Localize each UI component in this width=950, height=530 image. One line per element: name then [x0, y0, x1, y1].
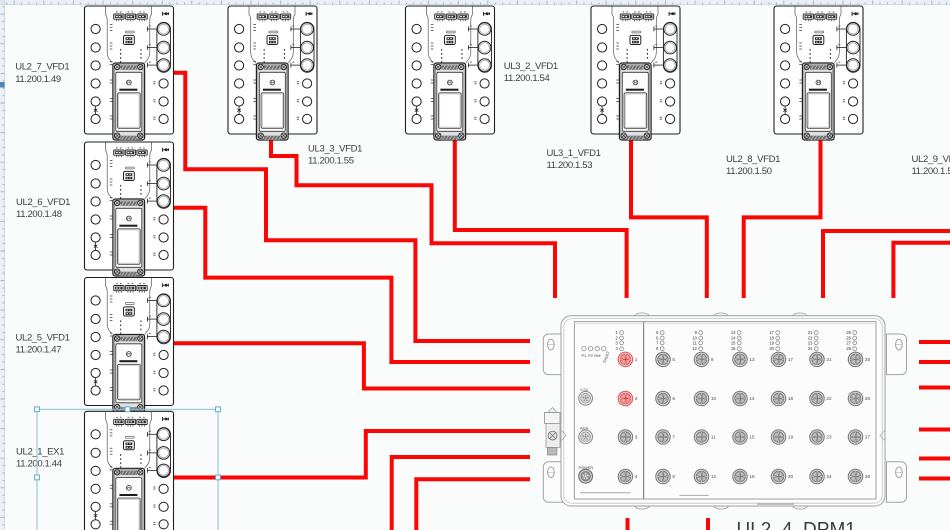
svg-text:2: 2	[616, 336, 619, 341]
svg-text:UL2_5_VFD1: UL2_5_VFD1	[16, 333, 70, 344]
svg-text:21: 21	[808, 330, 813, 335]
svg-text:24: 24	[826, 474, 832, 479]
svg-text:POWER: POWER	[579, 465, 594, 470]
svg-text:28: 28	[846, 346, 851, 351]
svg-text:UL2_1_EX1: UL2_1_EX1	[16, 446, 64, 457]
svg-text:22: 22	[808, 336, 813, 341]
svg-text:14: 14	[731, 336, 736, 341]
svg-text:1: 1	[635, 357, 638, 362]
svg-text:UL2_4_DPM1: UL2_4_DPM1	[737, 519, 856, 530]
svg-text:2: 2	[635, 396, 638, 401]
svg-text:P2: P2	[588, 353, 594, 358]
svg-text:26: 26	[865, 396, 871, 401]
svg-text:9: 9	[695, 330, 698, 335]
svg-text:9: 9	[711, 357, 714, 362]
svg-text:18: 18	[788, 396, 794, 401]
svg-text:UL2_6_VFD1: UL2_6_VFD1	[16, 197, 70, 208]
svg-text:20: 20	[769, 346, 774, 351]
svg-text:11.200.1.55: 11.200.1.55	[308, 156, 354, 167]
svg-text:23: 23	[826, 435, 832, 440]
svg-text:22: 22	[826, 396, 832, 401]
svg-text:8: 8	[672, 474, 675, 479]
svg-text:UL3_3_VFD1: UL3_3_VFD1	[308, 143, 362, 154]
svg-text:19: 19	[769, 340, 774, 345]
svg-text:11.200.1.53: 11.200.1.53	[547, 160, 593, 171]
svg-text:5: 5	[672, 357, 675, 362]
svg-text:4: 4	[616, 346, 619, 351]
svg-text:11.200.1.44: 11.200.1.44	[16, 458, 62, 469]
svg-text:11.200.1.47: 11.200.1.47	[16, 345, 62, 356]
svg-text:4: 4	[635, 474, 638, 479]
svg-text:UL3_2_VFD1: UL3_2_VFD1	[504, 61, 558, 72]
svg-text:11.200.1.51: 11.200.1.51	[912, 166, 950, 177]
svg-text:13: 13	[731, 330, 736, 335]
svg-text:6: 6	[656, 336, 659, 341]
svg-text:25: 25	[846, 330, 851, 335]
svg-text:V.24: V.24	[580, 387, 588, 392]
svg-text:FAULT: FAULT	[602, 350, 611, 364]
svg-text:UL2_8_VFD1: UL2_8_VFD1	[726, 154, 780, 165]
svg-text:11.200.1.54: 11.200.1.54	[504, 73, 550, 84]
svg-text:11: 11	[693, 340, 698, 345]
svg-text:7: 7	[656, 340, 659, 345]
svg-text:8: 8	[656, 346, 659, 351]
svg-text:UL2_7_VFD1: UL2_7_VFD1	[15, 62, 69, 73]
svg-text:11.200.1.50: 11.200.1.50	[726, 166, 772, 177]
svg-text:11.200.1.49: 11.200.1.49	[15, 74, 61, 85]
svg-text:UL2_9_VFD1: UL2_9_VFD1	[912, 154, 950, 165]
svg-text:18: 18	[769, 336, 774, 341]
svg-text:17: 17	[788, 357, 794, 362]
svg-text:21: 21	[826, 357, 832, 362]
svg-text:28: 28	[865, 474, 871, 479]
svg-text:16: 16	[731, 346, 736, 351]
svg-text:23: 23	[808, 340, 813, 345]
svg-text:17: 17	[769, 330, 774, 335]
svg-text:27: 27	[846, 340, 851, 345]
svg-text:15: 15	[749, 435, 755, 440]
svg-text:25: 25	[865, 357, 871, 362]
svg-text:P1: P1	[581, 353, 587, 358]
svg-text:24: 24	[808, 346, 813, 351]
svg-text:10: 10	[711, 396, 717, 401]
svg-text:11: 11	[711, 435, 716, 440]
svg-text:UL3_1_VFD1: UL3_1_VFD1	[547, 148, 601, 159]
svg-text:15: 15	[731, 340, 736, 345]
svg-text:16: 16	[749, 474, 755, 479]
svg-text:RM: RM	[594, 353, 600, 358]
svg-text:27: 27	[865, 435, 871, 440]
svg-text:6: 6	[672, 396, 675, 401]
svg-text:14: 14	[749, 396, 755, 401]
svg-text:ACA: ACA	[580, 425, 588, 430]
svg-text:3: 3	[616, 340, 619, 345]
svg-text:12: 12	[692, 346, 697, 351]
svg-text:1: 1	[616, 330, 619, 335]
svg-text:19: 19	[788, 435, 794, 440]
svg-text:10: 10	[692, 336, 697, 341]
svg-text:12: 12	[711, 474, 717, 479]
svg-text:13: 13	[749, 357, 755, 362]
svg-text:7: 7	[672, 435, 675, 440]
svg-text:11.200.1.48: 11.200.1.48	[16, 209, 62, 220]
svg-text:3: 3	[635, 435, 638, 440]
svg-text:26: 26	[846, 336, 851, 341]
svg-text:5: 5	[656, 330, 659, 335]
svg-text:20: 20	[788, 474, 794, 479]
